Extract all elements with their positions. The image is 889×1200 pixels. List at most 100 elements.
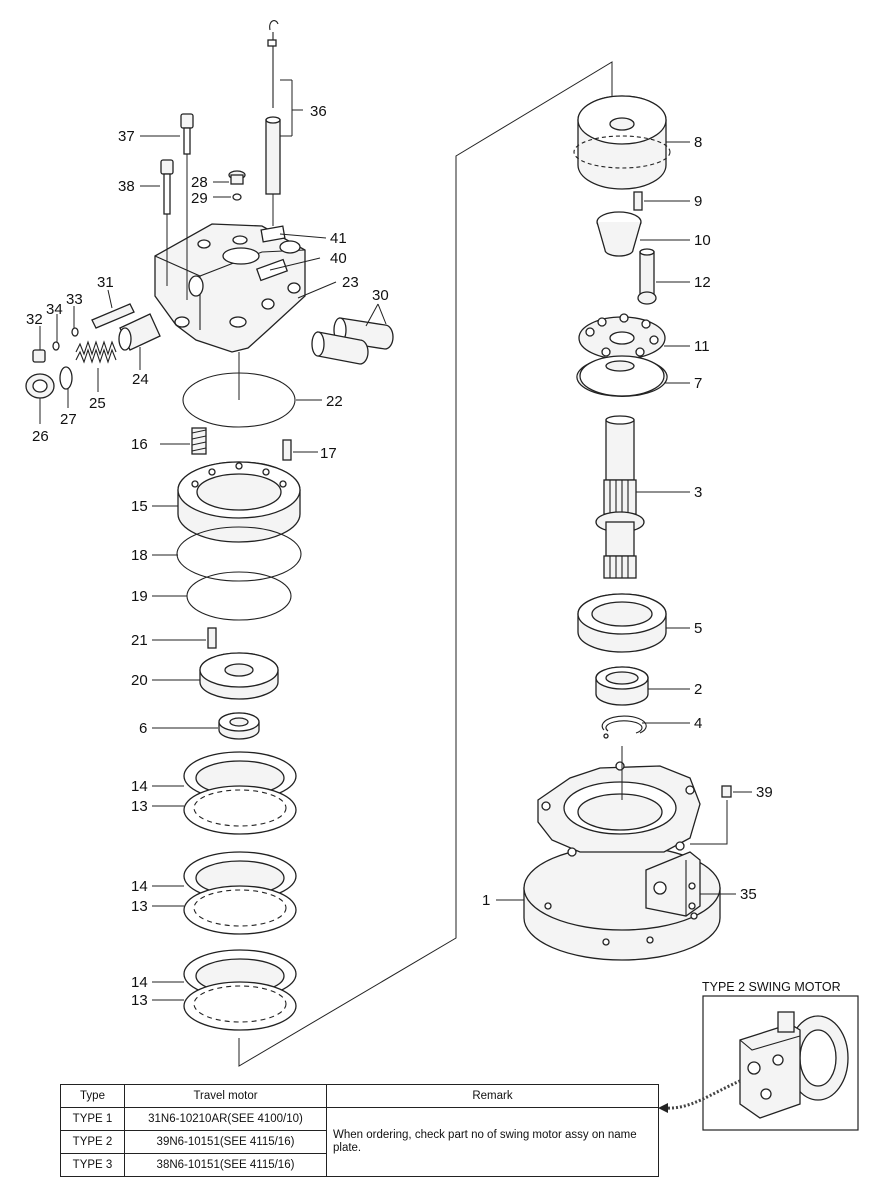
drive-shaft-part-3: [595, 415, 690, 579]
valve-block-part-35: [645, 851, 736, 917]
label-11: 11: [694, 338, 710, 355]
label-12: 12: [694, 274, 711, 291]
label-19: 19: [131, 588, 148, 605]
assembly-connector-line: [238, 61, 613, 1067]
label-6: 6: [139, 720, 147, 737]
shoe-plate-part-11: [578, 313, 690, 360]
table-row: TYPE 2 39N6-10151(SEE 4115/16): [60, 1130, 659, 1154]
label-8: 8: [694, 134, 702, 151]
label-25: 25: [89, 395, 106, 412]
cell-travel-motor: 31N6-10210AR(SEE 4100/10): [124, 1107, 327, 1131]
spring-part-9: [633, 191, 643, 211]
spring-part-25: [75, 340, 117, 392]
sleeve-part-24: [118, 313, 161, 370]
friction-plate-stack-3: [152, 949, 297, 1031]
friction-plate-stack-2: [152, 851, 297, 935]
label-32: 32: [26, 311, 43, 328]
label-9: 9: [694, 193, 702, 210]
label-33: 33: [66, 291, 83, 308]
label-22: 22: [326, 393, 343, 410]
bearing-part-6: [152, 712, 260, 740]
label-30: 30: [372, 287, 389, 304]
label-2: 2: [694, 681, 702, 698]
header-type: Type: [60, 1084, 125, 1108]
label-23: 23: [342, 274, 359, 291]
retainer-part-10: [596, 211, 690, 257]
cell-remark: When ordering, check part no of swing mo…: [326, 1107, 659, 1177]
cell-type: TYPE 2: [60, 1130, 125, 1154]
label-18: 18: [131, 547, 148, 564]
label-14a: 14: [131, 778, 148, 795]
label-3: 3: [694, 484, 702, 501]
ring-part-18: [176, 526, 302, 582]
bolt-part-38: [140, 159, 174, 286]
label-5: 5: [694, 620, 702, 637]
valve-plate-part-20: [152, 652, 279, 700]
header-travel-motor: Travel motor: [124, 1084, 327, 1108]
casing-part-1: [496, 746, 721, 961]
label-15: 15: [131, 498, 148, 515]
label-34: 34: [46, 301, 63, 318]
label-10: 10: [694, 232, 711, 249]
label-37: 37: [118, 128, 135, 145]
label-1: 1: [482, 892, 490, 909]
pin-part-17: [282, 439, 318, 461]
label-39: 39: [756, 784, 773, 801]
swing-motor-thumbnail: [739, 1011, 849, 1119]
motor-type-table: Type Travel motor Remark TYPE 1 31N6-102…: [60, 1084, 659, 1177]
label-13a: 13: [131, 798, 148, 815]
label-24: 24: [132, 371, 149, 388]
plug-part-28: [213, 170, 246, 201]
table-row: TYPE 1 31N6-10210AR(SEE 4100/10) When or…: [60, 1107, 659, 1177]
label-38: 38: [118, 178, 135, 195]
label-28: 28: [191, 174, 208, 191]
bearing-part-5: [577, 593, 690, 653]
pin-part-31: [91, 289, 135, 329]
cell-type: TYPE 1: [60, 1107, 125, 1131]
label-17: 17: [320, 445, 337, 462]
label-7: 7: [694, 375, 702, 392]
swash-plate-part-7: [576, 355, 690, 397]
label-36: 36: [310, 103, 327, 120]
pin-part-21: [207, 627, 217, 649]
pin-part-12: [637, 248, 690, 305]
plug-part-39: [721, 785, 732, 798]
label-31: 31: [97, 274, 114, 291]
label-16: 16: [131, 436, 148, 453]
table-header-row: Type Travel motor Remark: [60, 1084, 659, 1108]
friction-plate-stack-1: [152, 751, 297, 835]
label-27: 27: [60, 411, 77, 428]
label-21: 21: [131, 632, 148, 649]
spring-part-16: [160, 427, 207, 455]
type2-swing-motor-inset: TYPE 2 SWING MOTOR: [658, 980, 859, 1131]
cell-travel-motor: 39N6-10151(SEE 4115/16): [124, 1130, 327, 1154]
plug-part-26: [25, 366, 73, 424]
part-labels: 36 37 38 28 29 41 40 23 30 31 33 34 32 2…: [26, 103, 773, 1009]
label-40: 40: [330, 250, 347, 267]
piston-part-15: [152, 461, 301, 543]
label-26: 26: [32, 428, 49, 445]
label-20: 20: [131, 672, 148, 689]
ring-part-19: [186, 571, 292, 621]
label-13b: 13: [131, 898, 148, 915]
header-remark: Remark: [326, 1084, 659, 1108]
label-41: 41: [330, 230, 347, 247]
label-4: 4: [694, 715, 702, 732]
label-14c: 14: [131, 974, 148, 991]
label-13c: 13: [131, 992, 148, 1009]
inset-title: TYPE 2 SWING MOTOR: [702, 980, 841, 994]
label-35: 35: [740, 886, 757, 903]
bolt-part-37: [140, 113, 194, 300]
valve-part-30: [311, 303, 394, 365]
cell-travel-motor: 38N6-10151(SEE 4115/16): [124, 1153, 327, 1177]
small-parts-32-33-34: [32, 306, 79, 363]
snap-ring-part-4: [601, 715, 690, 739]
cell-type: TYPE 3: [60, 1153, 125, 1177]
rod-part-36: [265, 20, 303, 226]
label-29: 29: [191, 190, 208, 207]
valve-cover-assembly: [154, 223, 306, 353]
cylinder-block-part-8: [573, 95, 690, 190]
bushing-part-2: [595, 666, 690, 706]
label-14b: 14: [131, 878, 148, 895]
